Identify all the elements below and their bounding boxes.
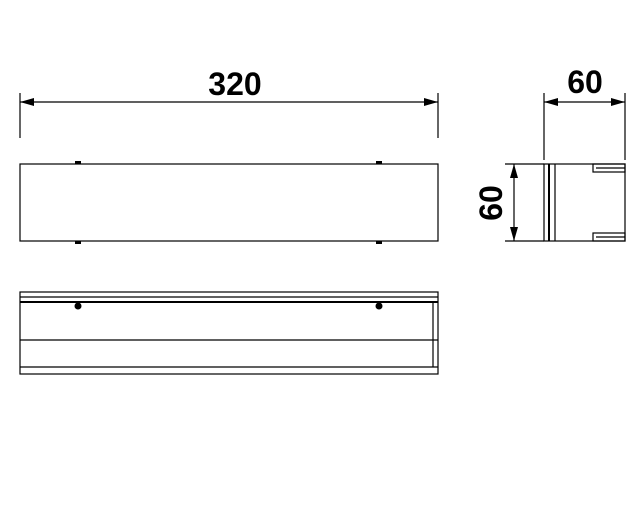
side-view-outline — [543, 163, 626, 242]
top-view-tab — [75, 241, 81, 244]
mounting-hole — [375, 302, 383, 310]
mounting-hole — [74, 302, 82, 310]
depth-dimension: 60 — [543, 64, 626, 160]
front-view — [19, 291, 439, 375]
side-view — [543, 163, 626, 242]
top-view-tab — [376, 161, 382, 164]
top-view-tab — [75, 161, 81, 164]
height-dimension: 60 — [473, 163, 544, 242]
top-view-tab — [376, 241, 382, 244]
length-dimension-label: 320 — [208, 66, 261, 102]
length-dimension: 320 — [19, 66, 439, 138]
front-view-outline — [19, 291, 439, 375]
depth-dimension-label: 60 — [567, 64, 603, 100]
top-view-outline — [19, 163, 439, 242]
top-view — [19, 161, 439, 244]
height-dimension-label: 60 — [473, 185, 509, 221]
